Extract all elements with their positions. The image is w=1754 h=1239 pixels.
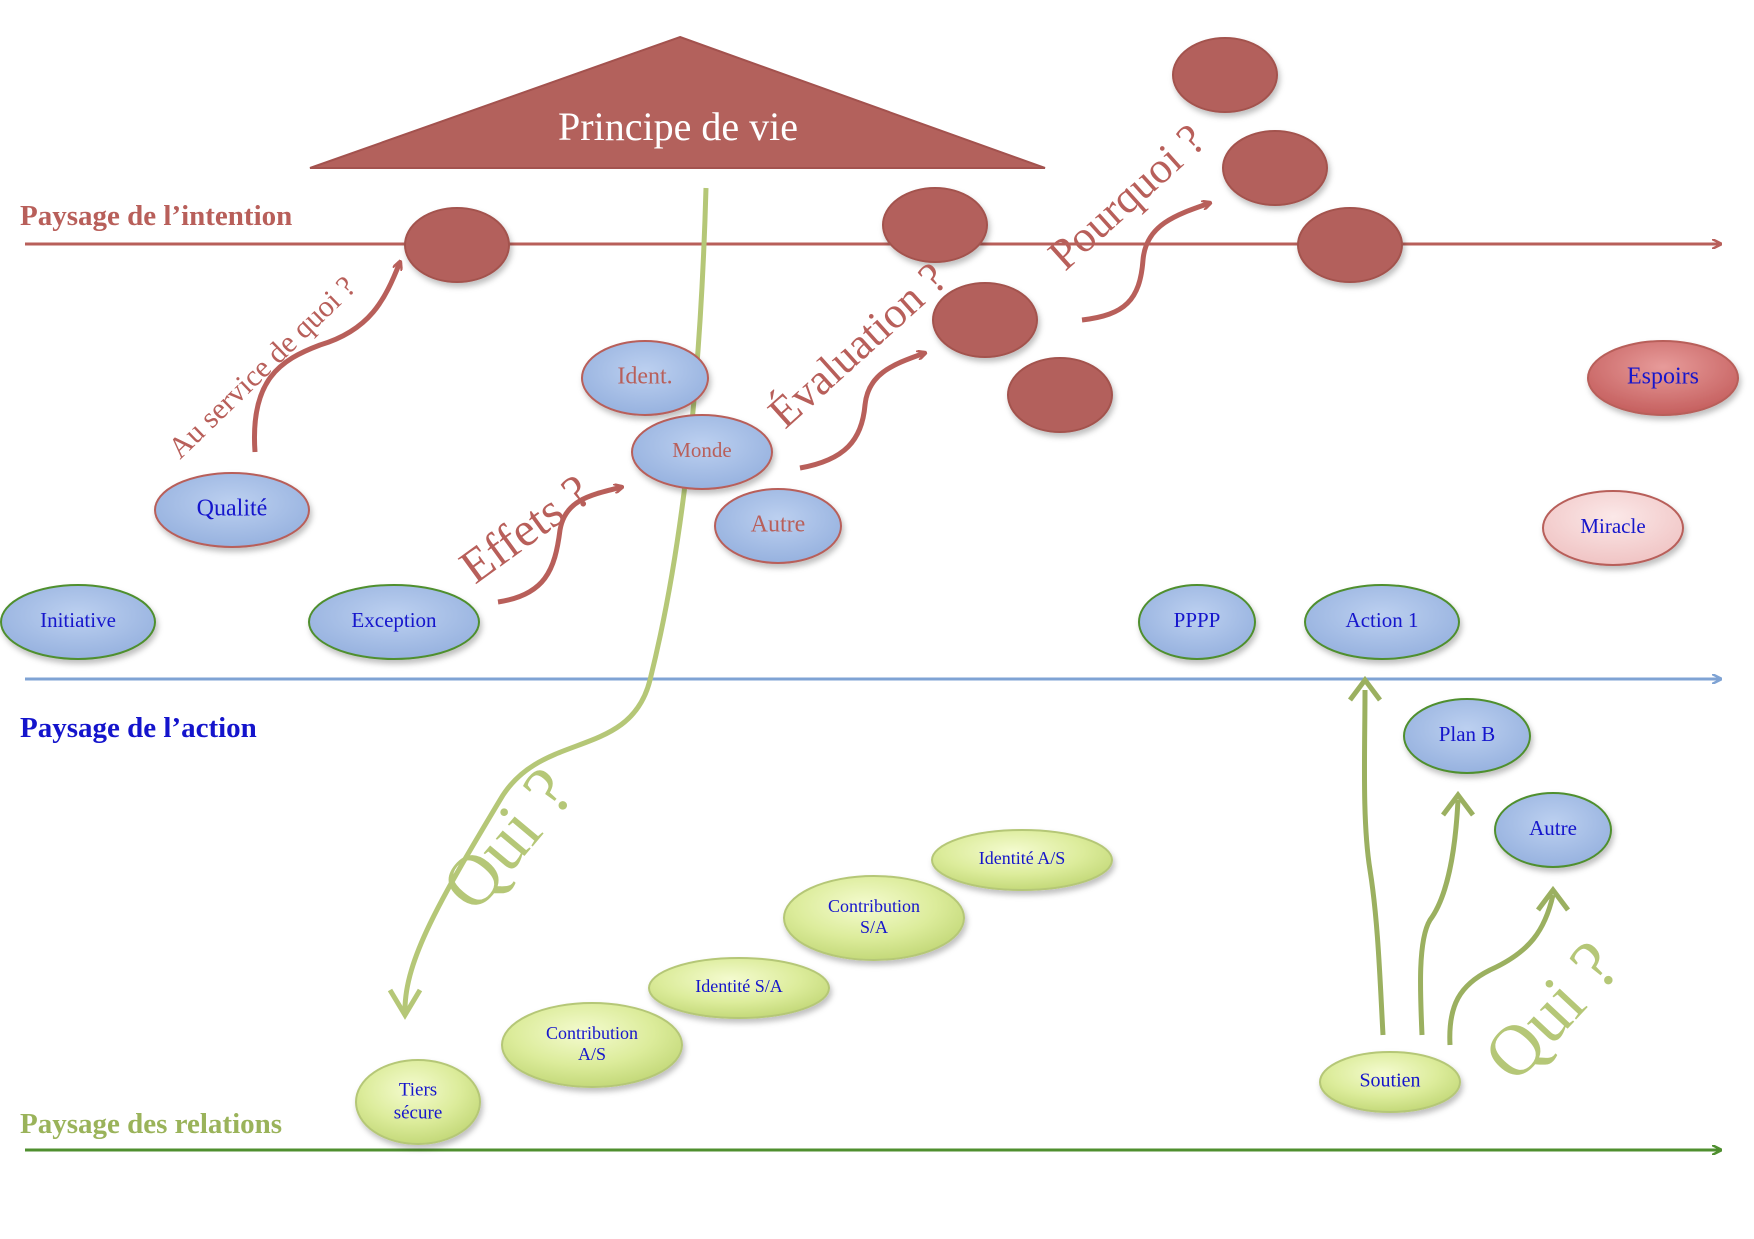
node-monde: Monde (631, 414, 773, 490)
question-qui-left: Qui ? (426, 753, 589, 925)
roof-label: Principe de vie (558, 104, 798, 149)
node-espoirs: Espoirs (1587, 340, 1739, 416)
red-arrows (251, 203, 1210, 605)
node-action-1: Action 1 (1304, 584, 1460, 660)
svg-text:Action 1: Action 1 (1346, 608, 1419, 632)
svg-text:Contribution: Contribution (546, 1023, 638, 1043)
svg-text:Exception: Exception (351, 608, 437, 632)
node-contribution-sa: Contribution S/A (783, 875, 965, 961)
node-plan-b: Plan B (1403, 698, 1531, 774)
node-soutien: Soutien (1319, 1051, 1461, 1113)
svg-text:sécure: sécure (394, 1102, 443, 1123)
svg-text:Autre: Autre (751, 512, 806, 538)
svg-text:PPPP: PPPP (1174, 608, 1221, 632)
svg-text:Autre: Autre (1529, 816, 1577, 840)
svg-text:Miracle: Miracle (1580, 514, 1645, 538)
question-pourquoi: Pourquoi ? (1039, 115, 1214, 280)
relations-axis: Paysage des relations (20, 1108, 1720, 1150)
node-ident: Ident. (581, 340, 709, 416)
svg-text:Soutien: Soutien (1359, 1070, 1420, 1092)
node-pppp: PPPP (1138, 584, 1256, 660)
svg-text:A/S: A/S (578, 1044, 606, 1064)
node-identite-as: Identité A/S (931, 829, 1113, 891)
svg-text:Qualité: Qualité (197, 496, 268, 522)
node-miracle: Miracle (1542, 490, 1684, 566)
svg-text:Monde: Monde (672, 438, 732, 462)
action-axis: Paysage de l’action (20, 679, 1720, 744)
intention-label: Paysage de l’intention (20, 200, 292, 232)
svg-text:S/A: S/A (860, 917, 888, 937)
intention-axis: Paysage de l’intention (20, 200, 1720, 244)
intention-circles (404, 37, 1403, 433)
node-autre-bottom: Autre (1494, 792, 1612, 868)
svg-text:Plan B: Plan B (1439, 722, 1496, 746)
roof-shape (309, 35, 1046, 169)
action-label: Paysage de l’action (20, 712, 257, 744)
question-effets: Effets ? (450, 465, 600, 594)
svg-text:Ident.: Ident. (617, 364, 672, 390)
node-exception: Exception (308, 584, 480, 660)
node-tiers-secure: Tiers sécure (355, 1059, 481, 1145)
svg-text:Identité A/S: Identité A/S (979, 848, 1066, 868)
question-qui-right: Qui ? (1468, 926, 1634, 1096)
qui-left-arrowhead (387, 988, 423, 1020)
svg-text:Contribution: Contribution (828, 896, 920, 916)
relations-label: Paysage des relations (20, 1108, 282, 1140)
question-evaluation: Évaluation ? (759, 253, 956, 437)
roof: Principe de vie (309, 35, 1046, 169)
node-qualite: Qualité (154, 472, 310, 548)
svg-text:Espoirs: Espoirs (1627, 364, 1699, 390)
soutien-arrows (1348, 675, 1570, 1046)
svg-text:Identité S/A: Identité S/A (695, 976, 783, 996)
node-autre-top: Autre (714, 488, 842, 564)
svg-text:Tiers: Tiers (399, 1079, 437, 1100)
question-au-service: Au service de quoi ? (162, 270, 362, 465)
node-contribution-as: Contribution A/S (501, 1002, 683, 1088)
node-initiative: Initiative (0, 584, 156, 660)
svg-text:Initiative: Initiative (40, 608, 116, 632)
node-identite-sa: Identité S/A (648, 957, 830, 1019)
